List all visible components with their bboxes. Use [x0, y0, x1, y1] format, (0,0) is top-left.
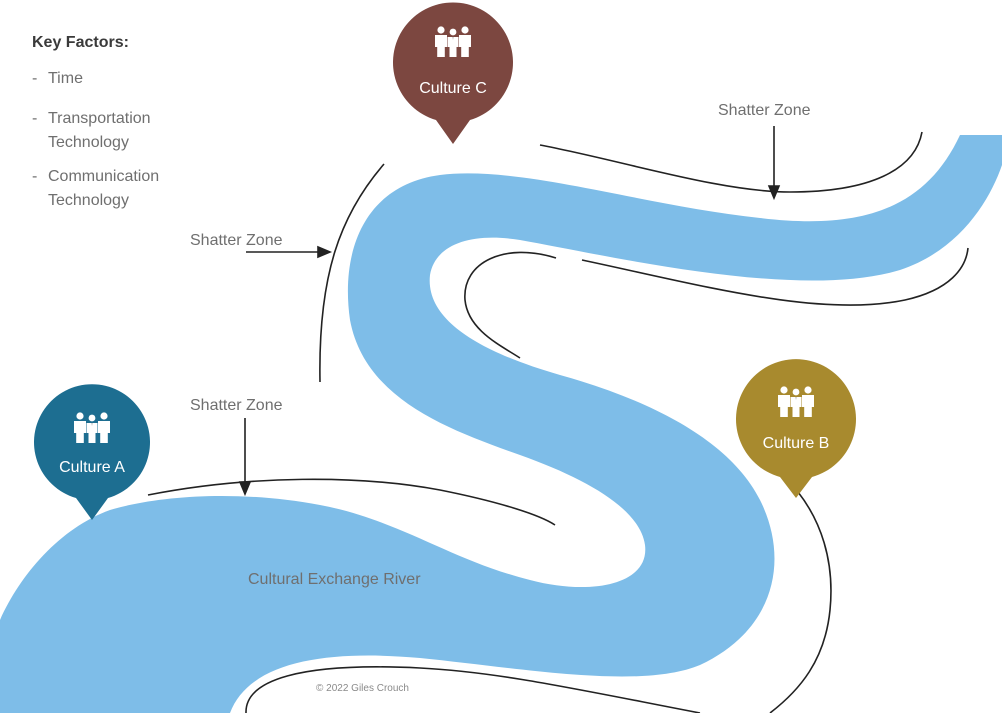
key-factor-item: - Time	[32, 67, 188, 91]
culture-pin-b	[736, 359, 856, 498]
culture-pin-c	[393, 2, 513, 144]
key-factor-item: - Transportation Technology	[32, 107, 188, 155]
bank-line	[769, 491, 832, 713]
shatter-arrows	[238, 126, 781, 497]
bank-line	[581, 247, 969, 306]
arrow-head	[238, 481, 252, 497]
key-factors-title: Key Factors:	[32, 34, 129, 51]
copyright-notice: © 2022 Giles Crouch	[316, 683, 409, 694]
list-dash: -	[32, 168, 38, 185]
bank-line	[147, 478, 556, 526]
people-group-icon	[74, 412, 110, 443]
bank-line	[245, 666, 701, 713]
bank-line	[464, 251, 557, 359]
list-dash: -	[32, 110, 38, 127]
river-label: Cultural Exchange River	[248, 571, 421, 588]
arrow-head	[767, 185, 781, 201]
list-dash: -	[32, 70, 38, 87]
people-group-icon	[778, 386, 814, 417]
bank-line	[319, 163, 385, 383]
culture-pin-a	[34, 384, 150, 520]
key-factor-label: Transportation Technology	[48, 110, 151, 151]
culture-c-label: Culture C	[419, 80, 487, 97]
shatter-zone-label: Shatter Zone	[190, 397, 283, 414]
shatter-zone-label: Shatter Zone	[718, 102, 811, 119]
people-group-icon	[435, 26, 471, 57]
key-factors-list: - Time - Transportation Technology - Com…	[32, 67, 188, 227]
key-factor-label: Communication Technology	[48, 168, 160, 209]
key-factor-label: Time	[48, 70, 83, 87]
arrow-head	[317, 245, 333, 259]
culture-b-label: Culture B	[762, 435, 830, 452]
culture-a-label: Culture A	[59, 459, 125, 476]
bank-line	[539, 131, 923, 193]
key-factor-item: - Communication Technology	[32, 165, 188, 213]
cultural-exchange-river	[0, 135, 1002, 713]
bank-lines	[147, 131, 969, 713]
shatter-zone-label: Shatter Zone	[190, 232, 283, 249]
